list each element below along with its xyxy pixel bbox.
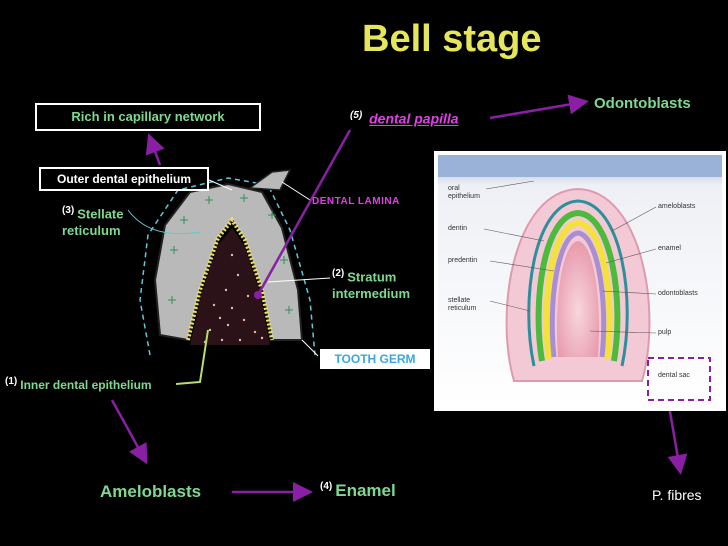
- label-odontoblasts: odontoblasts: [658, 290, 698, 297]
- label-enamel: enamel: [658, 245, 681, 252]
- label-oral-2: epithelium: [448, 193, 480, 200]
- arrow-dental-sac-to-fibres: [666, 399, 688, 475]
- oral-epithelium-band: [438, 155, 722, 177]
- stellate-number: (3): [62, 205, 75, 216]
- stratum-number: (2): [332, 268, 345, 279]
- stratum-line1: Stratum: [347, 269, 397, 285]
- stratum-line2: intermedium: [332, 286, 411, 302]
- pointer-inner-epithelium: [175, 329, 209, 385]
- tooth-illustration: [438, 155, 722, 407]
- stellate-line1: Stellate: [77, 206, 124, 222]
- dental-papilla-text: dental papilla: [369, 110, 459, 127]
- papilla-dots: [203, 253, 264, 344]
- label-oral-1: oral: [448, 185, 460, 192]
- label-stellate-1: stellate: [448, 297, 471, 304]
- slide-title: Bell stage: [362, 18, 542, 60]
- papilla-pointer-dot: [254, 291, 262, 299]
- arrow-papilla-to-odontoblasts: [489, 94, 589, 120]
- pointer-outer-epithelium: [208, 179, 233, 191]
- pointer-dental-lamina: [281, 181, 311, 201]
- pointer-stellate: [127, 209, 201, 235]
- enamel-layer: [543, 219, 613, 360]
- ameloblast-layer: [535, 209, 621, 362]
- enamel-number: (4): [320, 481, 333, 493]
- inner-epithelium-label: (1)Inner dental epithelium: [5, 376, 152, 392]
- enamel-label: (4)Enamel: [320, 481, 396, 501]
- pulp-area: [556, 241, 600, 357]
- arrow-inner-to-ameloblasts: [110, 399, 148, 465]
- stratum-intermedium-label: (2)Stratum intermedium: [332, 265, 442, 302]
- inner-number: (1): [5, 376, 18, 387]
- arrow-papilla-pointer: [256, 129, 352, 296]
- ameloblasts-label: Ameloblasts: [100, 482, 202, 501]
- dental-follicle-outline: [139, 177, 316, 356]
- stellate-stars: [168, 194, 293, 314]
- inner-epithelium-text: Inner dental epithelium: [20, 378, 152, 392]
- p-fibres-label: P. fibres: [652, 487, 702, 503]
- label-predentin: predentin: [448, 257, 478, 264]
- outer-epithelium-box: Outer dental epithelium: [39, 167, 209, 191]
- outer-epithelium-shape: [527, 199, 629, 367]
- stellate-line2: reticulum: [62, 223, 121, 239]
- pointer-tooth-germ: [301, 339, 319, 357]
- enamel-text: Enamel: [335, 481, 396, 500]
- tooth-germ-label: TOOTH GERM: [320, 349, 430, 369]
- dental-papilla-label: (5) dental papilla: [350, 110, 459, 127]
- label-pulp: pulp: [658, 329, 672, 336]
- illustration-leader-lines: [483, 180, 657, 334]
- label-stellate-2: reticulum: [448, 305, 477, 312]
- odontoblasts-label: Odontoblasts: [594, 95, 691, 112]
- label-ameloblasts: ameloblasts: [658, 203, 696, 210]
- dental-sac-highlight-box: [647, 357, 711, 401]
- label-dentin: dentin: [448, 225, 468, 232]
- pointer-stratum: [267, 277, 331, 283]
- bell-stage-illustration: oral epithelium dentin predentin stellat…: [434, 151, 726, 411]
- dental-lamina-label: DENTAL LAMINA: [312, 196, 400, 207]
- label-dental-sac: dental sac: [658, 372, 690, 379]
- rich-capillary-box: Rich in capillary network: [35, 103, 261, 131]
- stellate-reticulum-label: (3)Stellate reticulum: [62, 202, 182, 239]
- dentin-layer: [549, 230, 607, 358]
- arrow-outer-to-rich: [145, 133, 165, 166]
- dental-papilla-area: [190, 228, 270, 345]
- papilla-number: (5): [350, 110, 363, 121]
- dental-lamina: [247, 169, 292, 191]
